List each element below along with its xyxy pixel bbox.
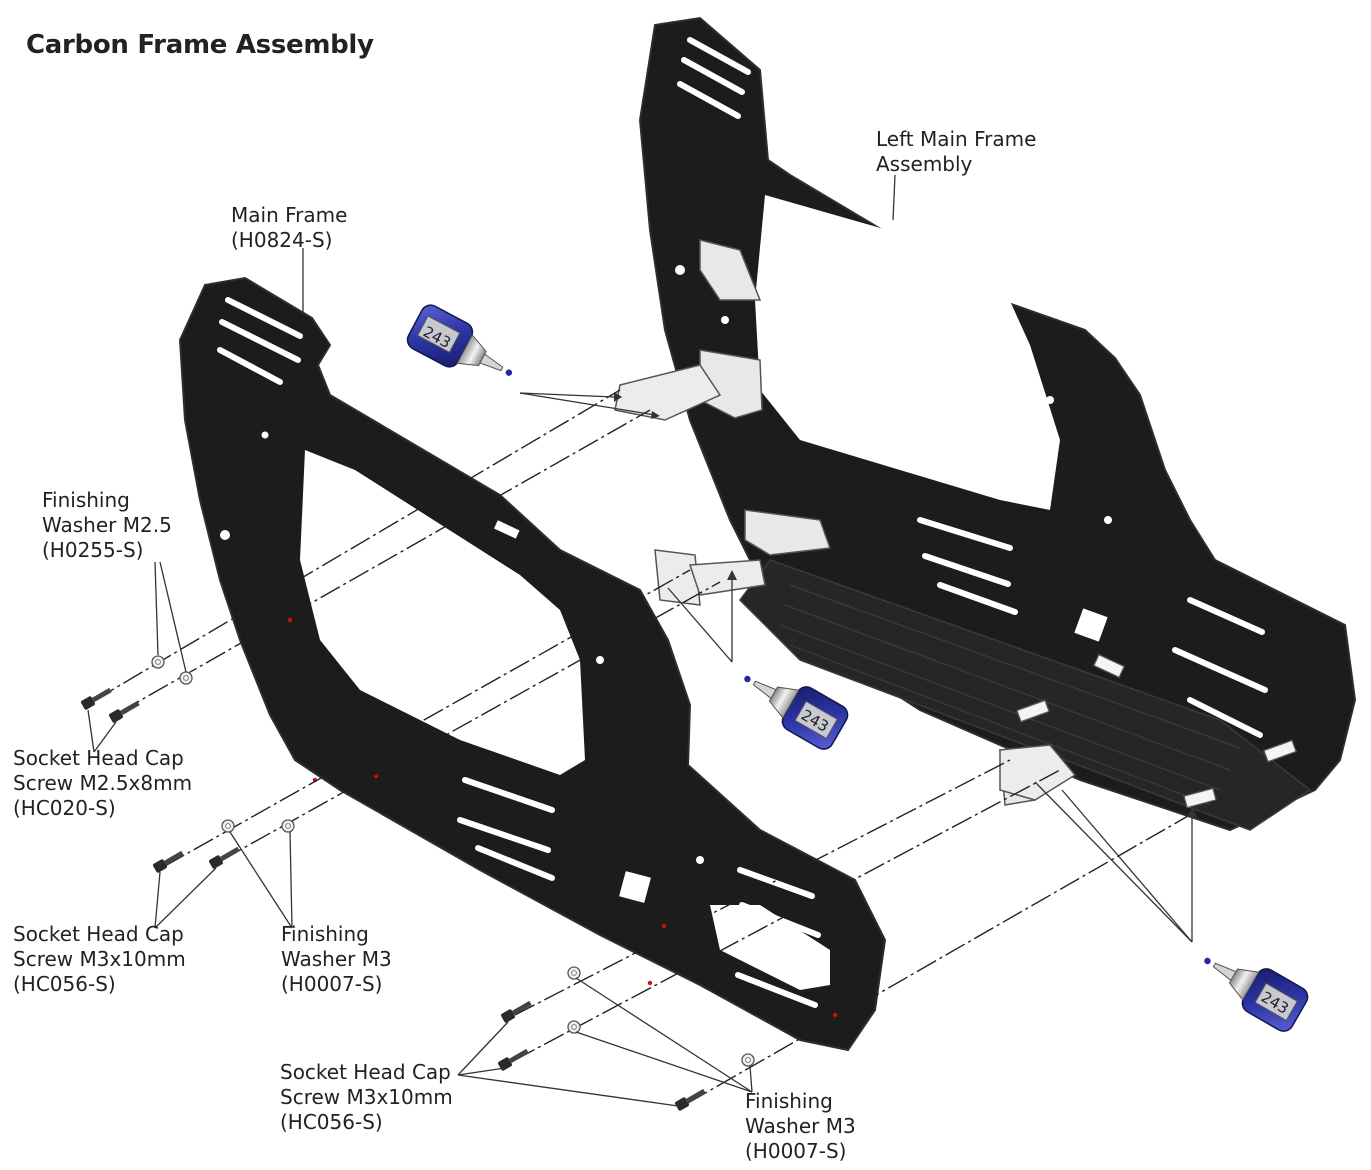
label-left-main-frame-line2: Assembly — [876, 152, 973, 176]
label-shc-m3b-line1: Socket Head Cap — [280, 1060, 451, 1084]
label-finishing-washer-m3-bottom: Finishing Washer M3 (H0007-S) — [745, 1089, 856, 1164]
page-title: Carbon Frame Assembly — [26, 30, 374, 60]
label-shc-m25-line3: (HC020-S) — [13, 796, 116, 820]
label-fw-m25-line1: Finishing — [42, 488, 130, 512]
label-shc-m3b-line3: (HC056-S) — [280, 1110, 383, 1134]
label-fw-m3b-line3: (H0007-S) — [745, 1139, 847, 1163]
left-main-frame-plate — [638, 16, 1357, 832]
thread-lock-bottle-top — [403, 300, 524, 397]
leader-lines — [87, 174, 1193, 1107]
label-socket-screw-m25: Socket Head Cap Screw M2.5x8mm (HC020-S) — [13, 746, 192, 821]
main-frame-plate — [178, 276, 887, 1052]
label-shc-m3a-line1: Socket Head Cap — [13, 922, 184, 946]
label-shc-m3a-line2: Screw M3x10mm — [13, 947, 186, 971]
label-fw-m25-line2: Washer M2.5 — [42, 513, 172, 537]
thread-lock-bottle-right — [1191, 937, 1312, 1036]
label-fw-m3a-line2: Washer M3 — [281, 947, 392, 971]
label-finishing-washer-m3-left: Finishing Washer M3 (H0007-S) — [281, 922, 392, 997]
label-shc-m25-line2: Screw M2.5x8mm — [13, 771, 193, 795]
label-shc-m3a-line3: (HC056-S) — [13, 972, 116, 996]
label-socket-screw-m3-left: Socket Head Cap Screw M3x10mm (HC056-S) — [13, 922, 186, 997]
label-main-frame: Main Frame (H0824-S) — [231, 203, 347, 253]
label-fw-m3b-line2: Washer M3 — [745, 1114, 856, 1138]
label-left-main-frame-line1: Left Main Frame — [876, 127, 1037, 151]
label-shc-m25-line1: Socket Head Cap — [13, 746, 184, 770]
label-main-frame-line2: (H0824-S) — [231, 228, 333, 252]
label-fw-m3a-line1: Finishing — [281, 922, 369, 946]
arrow-heads — [614, 392, 1197, 817]
label-socket-screw-m3-bottom: Socket Head Cap Screw M3x10mm (HC056-S) — [280, 1060, 453, 1135]
label-main-frame-line1: Main Frame — [231, 203, 348, 227]
assembly-axis-lines — [94, 389, 1196, 1104]
label-finishing-washer-m25: Finishing Washer M2.5 (H0255-S) — [42, 488, 172, 563]
label-fw-m3b-line1: Finishing — [745, 1089, 833, 1113]
label-fw-m25-line3: (H0255-S) — [42, 538, 144, 562]
label-shc-m3b-line2: Screw M3x10mm — [280, 1085, 453, 1109]
label-fw-m3a-line3: (H0007-S) — [281, 972, 383, 996]
label-left-main-frame: Left Main Frame Assembly — [876, 127, 1036, 177]
